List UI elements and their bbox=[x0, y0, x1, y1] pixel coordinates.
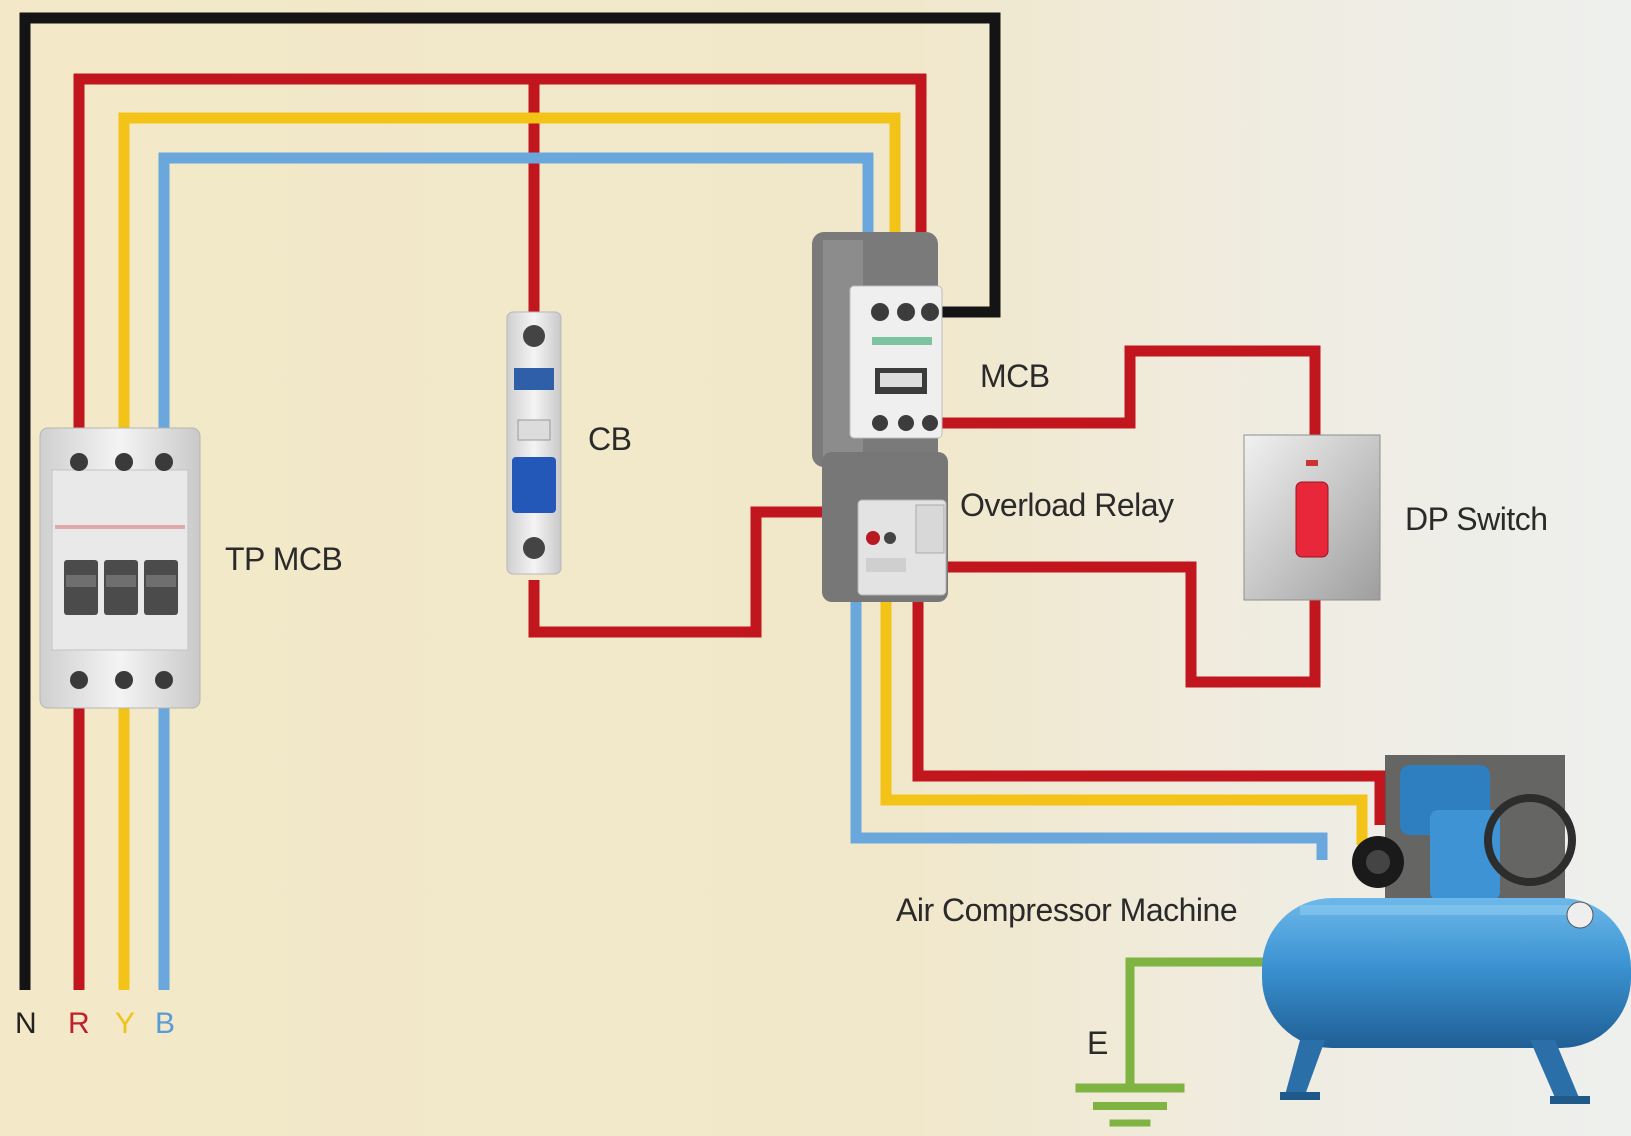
mcb-to-dp-switch-wire bbox=[930, 345, 1321, 435]
air-compressor-machine bbox=[1262, 755, 1631, 1104]
cb-device bbox=[506, 311, 562, 575]
red-phase-wire-top bbox=[73, 73, 927, 446]
tp-mcb-label: TP MCB bbox=[225, 541, 343, 577]
terminal-n-label: N bbox=[15, 1007, 37, 1040]
cb-label: CB bbox=[588, 421, 632, 457]
terminal-b-label: B bbox=[155, 1007, 176, 1040]
dp-switch-device bbox=[1243, 434, 1381, 601]
overload-relay-device bbox=[822, 452, 948, 602]
blue-output-to-compressor bbox=[850, 600, 1328, 860]
relay-to-dp-switch-wire bbox=[912, 561, 1321, 688]
earth-label: E bbox=[1087, 1025, 1108, 1061]
blue-phase-wire-top bbox=[158, 152, 874, 446]
earth-wire bbox=[1125, 957, 1265, 1085]
earth-ground-icon bbox=[1075, 1083, 1185, 1127]
mcb-label: MCB bbox=[980, 358, 1050, 394]
dp-switch-label: DP Switch bbox=[1405, 501, 1548, 537]
tp-mcb-device bbox=[39, 427, 201, 709]
red-output-to-compressor bbox=[912, 600, 1386, 825]
neutral-wire bbox=[19, 12, 1001, 990]
yellow-phase-wire-top bbox=[118, 112, 901, 446]
overload-relay-label: Overload Relay bbox=[960, 487, 1174, 523]
yellow-output-to-compressor bbox=[880, 600, 1368, 845]
air-compressor-label: Air Compressor Machine bbox=[896, 892, 1238, 928]
terminal-r-label: R bbox=[68, 1007, 90, 1040]
terminal-y-label: Y bbox=[115, 1007, 136, 1040]
contactor-device bbox=[812, 232, 943, 467]
